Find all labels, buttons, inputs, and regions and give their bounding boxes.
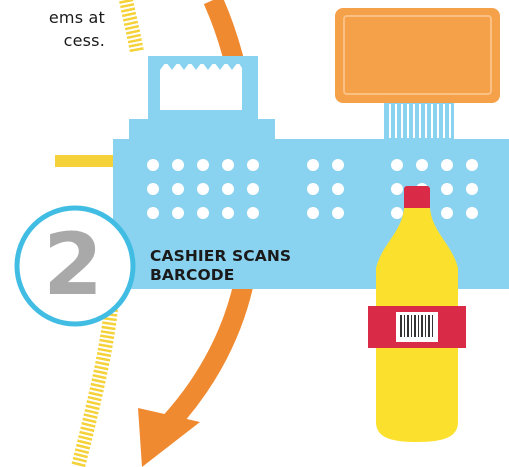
barcode-area: [396, 312, 438, 342]
receipt-paper: [160, 64, 242, 110]
step-caption-line-1: CASHIER SCANS: [150, 247, 291, 266]
intro-text-line-2: cess.: [0, 29, 105, 52]
customer-display: [335, 8, 500, 140]
display-screen: [335, 8, 500, 103]
register-top-ledge: [129, 119, 275, 141]
bottle-cap: [404, 186, 430, 210]
intro-text: ems at cess.: [0, 6, 105, 52]
intro-text-line-1: ems at: [0, 6, 105, 29]
dashed-path-top: [126, 0, 137, 52]
arrow-head: [138, 408, 200, 467]
step-caption: CASHIER SCANS BARCODE: [150, 247, 291, 285]
step-number: 2: [43, 215, 103, 315]
register-left-handle: [55, 155, 113, 167]
step-caption-line-2: BARCODE: [150, 266, 291, 285]
